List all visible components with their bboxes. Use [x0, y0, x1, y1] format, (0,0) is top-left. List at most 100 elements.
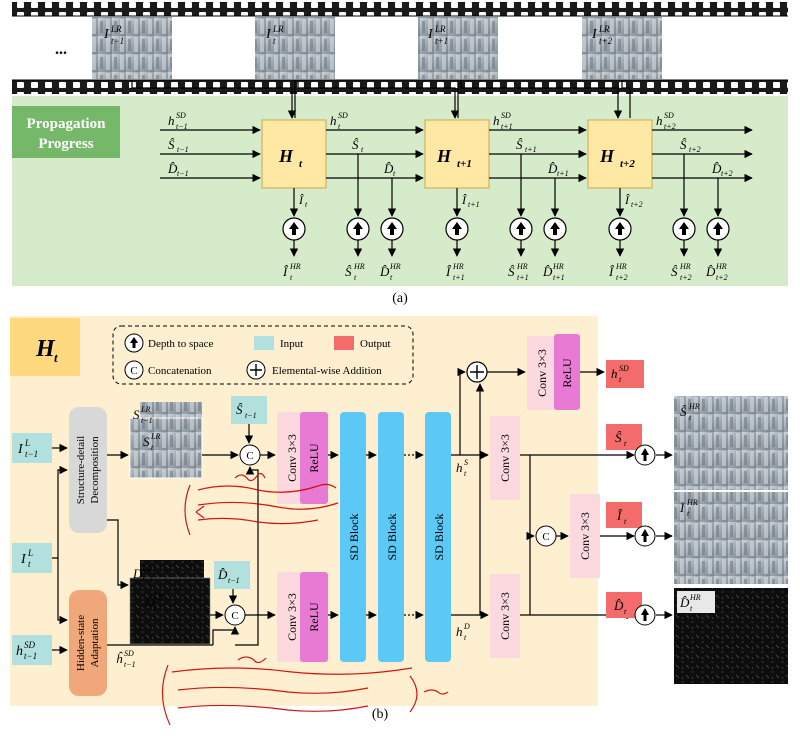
svg-text:HR: HR	[552, 262, 564, 271]
propagation-label: Propagation	[27, 116, 107, 132]
svg-text:C: C	[231, 610, 238, 622]
svg-text:SD: SD	[664, 111, 674, 120]
ht-title: H	[35, 336, 56, 362]
svg-text:t−1: t−1	[124, 660, 136, 669]
svg-text:t+2: t+2	[680, 273, 692, 282]
svg-text:S: S	[143, 434, 150, 449]
svg-text:Ŝ: Ŝ	[516, 137, 523, 152]
svg-text:t−1: t−1	[25, 449, 38, 459]
svg-text:D̂: D̂	[613, 598, 624, 613]
svg-text:Î: Î	[282, 264, 289, 279]
svg-text:t: t	[689, 413, 692, 422]
svg-text:t−1: t−1	[177, 169, 189, 178]
svg-text:t+2: t+2	[616, 273, 628, 282]
svg-text:t: t	[624, 517, 627, 526]
svg-text:LR: LR	[153, 592, 163, 601]
svg-text:t+1: t+1	[553, 273, 565, 282]
svg-text:C: C	[130, 365, 137, 377]
svg-text:S: S	[464, 458, 468, 467]
svg-text:Conv 3×3: Conv 3×3	[498, 592, 512, 640]
svg-text:t: t	[390, 273, 393, 282]
svg-text:ĥ: ĥ	[116, 651, 123, 666]
svg-text:t−1: t−1	[141, 416, 153, 425]
svg-text:Ŝ: Ŝ	[680, 137, 687, 152]
conv-relu-upper: Conv 3×3 ReLU	[277, 412, 328, 504]
cell-h-t+1: H t+1	[424, 119, 490, 189]
svg-text:L: L	[27, 548, 33, 558]
svg-text:Conv 3×3: Conv 3×3	[285, 593, 299, 641]
svg-text:Ŝ: Ŝ	[168, 137, 175, 152]
svg-text:t: t	[690, 604, 693, 613]
svg-text:HR: HR	[679, 262, 691, 271]
svg-text:t+1: t+1	[468, 200, 480, 209]
svg-text:t: t	[305, 200, 308, 209]
ht-title-box	[10, 318, 80, 376]
svg-text:D: D	[144, 594, 155, 609]
svg-text:LR: LR	[110, 24, 122, 34]
sd-arrows	[328, 450, 424, 620]
sd-block-2: SD Block	[378, 412, 404, 662]
svg-text:h: h	[168, 113, 175, 128]
svg-text:D̂: D̂	[167, 161, 178, 176]
svg-text:ReLU: ReLU	[307, 602, 321, 632]
svg-text:I: I	[17, 442, 24, 457]
svg-text:HR: HR	[353, 262, 365, 271]
sd-block-1: SD Block	[340, 412, 366, 662]
svg-text:t+1: t+1	[457, 158, 472, 170]
concat-arrows	[202, 424, 276, 646]
svg-text:HR: HR	[688, 402, 700, 411]
svg-text:Input: Input	[280, 338, 303, 350]
svg-text:t: t	[624, 607, 627, 616]
svg-text:H: H	[599, 146, 615, 166]
output-drops	[289, 154, 723, 217]
svg-text:Ŝ: Ŝ	[352, 137, 359, 152]
conv-d: Conv 3×3	[490, 574, 520, 658]
legend: Depth to space Input Output C Concatenat…	[112, 325, 414, 385]
svg-text:t+1: t+1	[517, 273, 529, 282]
input-i-cur: I L t	[12, 543, 52, 573]
svg-text:LR: LR	[272, 24, 284, 34]
svg-text:Î: Î	[298, 193, 304, 207]
progress-label: Progress	[38, 136, 93, 152]
svg-text:t−1: t−1	[142, 575, 154, 584]
state-lines	[160, 125, 753, 183]
svg-text:LR: LR	[434, 24, 446, 34]
svg-text:t: t	[687, 509, 690, 518]
d-hr-image: D̂HRt	[674, 588, 788, 684]
svg-text:HR: HR	[516, 262, 528, 271]
conv-i: Conv 3×3	[570, 494, 600, 578]
svg-text:I: I	[103, 27, 110, 42]
input-arrows-b	[52, 443, 213, 655]
propagation-label-box	[12, 106, 120, 158]
frame-t+1: I LR t+1	[418, 17, 498, 79]
svg-text:t−1: t−1	[111, 36, 124, 46]
svg-text:Ŝ: Ŝ	[680, 404, 687, 419]
svg-text:t+2: t+2	[721, 169, 733, 178]
d-hat-prev: D̂t−1	[214, 561, 250, 589]
svg-text:I: I	[591, 27, 598, 42]
svg-text:D̂: D̂	[383, 161, 394, 176]
part-b: H t Depth to space Input Output C Concat…	[10, 316, 788, 722]
frame-t-1: I LR t−1	[92, 17, 172, 79]
svg-text:SD Block: SD Block	[385, 513, 399, 560]
svg-text:I: I	[265, 27, 272, 42]
part-a: ... I LR t−1 I LR t I LR t+1 I LR t+2 P	[12, 2, 788, 306]
svg-text:Conv 3×3: Conv 3×3	[498, 434, 512, 482]
cell-h-t: H t	[261, 119, 327, 189]
svg-text:D̂: D̂	[711, 161, 722, 176]
svg-text:Ŝ: Ŝ	[615, 430, 622, 445]
svg-text:HR: HR	[289, 262, 301, 271]
svg-text:D̂: D̂	[705, 264, 716, 279]
svg-text:t: t	[273, 36, 276, 46]
svg-text:Î: Î	[616, 508, 623, 523]
svg-text:Output: Output	[360, 338, 391, 350]
